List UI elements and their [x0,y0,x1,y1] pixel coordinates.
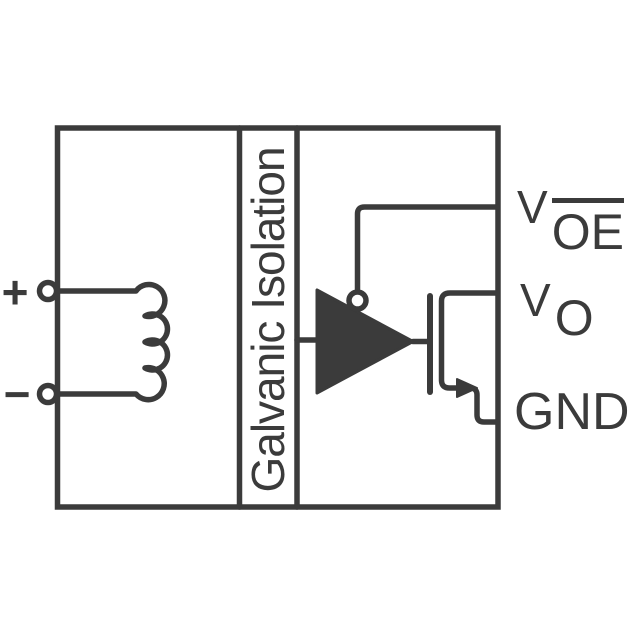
pin-vo-base: V [520,274,551,326]
enable-bubble [346,289,369,312]
source-arrow-icon [456,378,478,398]
pin-voe-base: V [517,181,548,233]
mosfet-channel-and-drain-wire [438,290,500,425]
pin-voe-subscript-overlined: OE [551,198,624,257]
negative-terminal-label: − [3,368,31,420]
isolation-barrier-label: Galvanic Isolation [242,147,294,493]
coil-symbol [45,281,171,403]
positive-terminal-circle [36,279,60,303]
package-outline [54,125,501,510]
buffer-triangle-symbol [315,288,415,395]
pin-label-gnd: GND [514,383,630,441]
output-enable-wire [354,204,500,292]
pin-vo-subscript: O [554,290,594,346]
negative-terminal-circle [36,382,60,406]
positive-terminal-label: + [1,266,29,318]
